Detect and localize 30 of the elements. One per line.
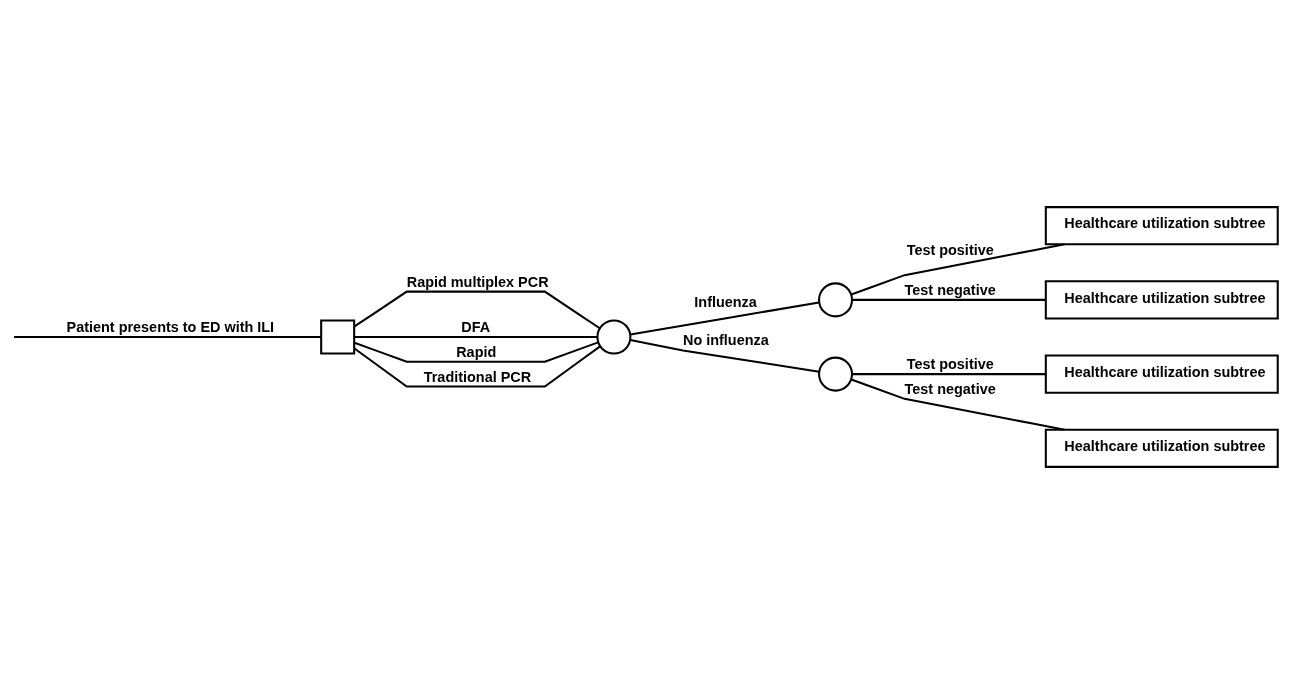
node-circle [818, 281, 854, 317]
node-box: Healthcare utilization subtree [1044, 279, 1279, 319]
edge-label: DFA [461, 318, 491, 335]
connector [850, 378, 1065, 431]
connector [850, 242, 1065, 295]
connector [353, 344, 601, 387]
edge-label: Rapid multiplex PCR [406, 273, 549, 290]
connector [354, 340, 599, 363]
edge-label: Patient presents to ED with ILI [66, 318, 275, 335]
edge-label: Test negative [904, 281, 996, 298]
edge-label: Influenza [694, 293, 757, 310]
connector [14, 335, 321, 338]
node-box: Healthcare utilization subtree [1044, 205, 1279, 245]
edge-label: Test negative [904, 380, 996, 397]
connector [354, 335, 598, 338]
connector [852, 298, 1046, 301]
edge-label: Test positive [906, 355, 994, 372]
edge-label: Test positive [906, 241, 994, 258]
edge-label: Traditional PCR [423, 368, 532, 385]
connector [630, 301, 820, 335]
node-box: Healthcare utilization subtree [1044, 428, 1279, 468]
connector [353, 290, 601, 329]
edge-label: Rapid [456, 343, 497, 360]
node-circle [596, 319, 632, 354]
connector [630, 338, 820, 373]
connector [852, 372, 1046, 375]
node-circle [818, 356, 854, 392]
edge-label: No influenza [682, 331, 769, 348]
node-box: Healthcare utilization subtree [1044, 354, 1279, 394]
node-box [320, 319, 356, 354]
